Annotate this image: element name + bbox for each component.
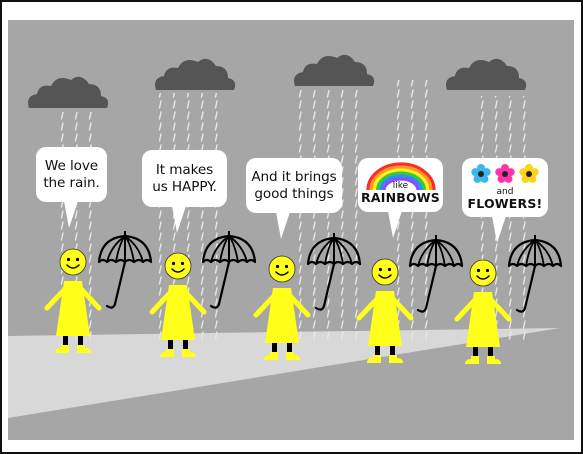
bubble-text-like: like [392,181,409,191]
bubble-text-line1: And it brings [251,168,337,185]
bubble-text-flowers: FLOWERS! [467,196,543,211]
flowers-row [471,164,539,183]
bubble-text-line1: We love [44,157,99,174]
flower-icon [471,164,491,183]
bubble-text-line1: It makes [155,161,214,178]
bubble-text-line2: us HAPPY. [152,178,217,195]
speech-bubble-2: It makes us HAPPY. [142,150,227,233]
bubble-text-line2: the rain. [43,174,100,191]
bubble-text-and: and [496,187,514,197]
rainbow-icon [365,162,436,190]
speech-bubble-5: and FLOWERS! [462,158,548,243]
speech-bubble-4: like RAINBOWS [358,158,443,238]
bubble-text-rainbows: RAINBOWS [361,190,440,205]
speech-bubble-3: And it brings good things [246,158,342,239]
ground [8,328,560,418]
flower-icon [519,164,539,183]
bubble-text-line2: good things [254,185,334,202]
flower-icon [495,164,515,183]
speech-bubble-1: We love the rain. [36,147,107,228]
